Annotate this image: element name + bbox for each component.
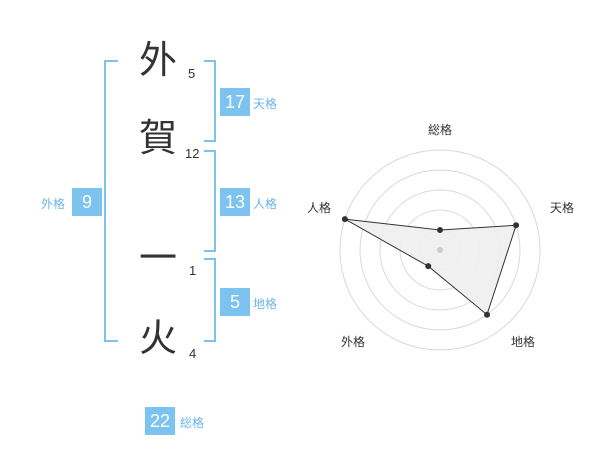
stroke-count-1: 5 [188,66,196,81]
gaikaku-bracket [104,60,118,342]
name-char-1: 外 [138,38,177,82]
radar-point [425,263,432,270]
jinkaku-badge: 13 [220,188,250,216]
chikaku-bracket [204,258,216,342]
chikaku-label: 地格 [253,297,278,311]
tenkaku-bracket [204,60,216,142]
soukaku-label: 総格 [180,416,205,430]
tenkaku-label: 天格 [253,97,278,111]
radar-axis-label-chikaku: 地格 [511,334,535,349]
radar-point [341,216,348,223]
stroke-count-4: 4 [189,346,197,361]
radar-axis-label-tenkaku: 天格 [550,200,574,215]
stroke-count-3: 1 [189,263,197,278]
stroke-count-2: 12 [185,146,200,161]
jinkaku-bracket [204,150,216,252]
radar-ring [339,149,541,351]
name-char-4: 火 [138,316,177,360]
gaikaku-label: 外格 [41,197,66,211]
radar-point [484,311,491,318]
tenkaku-badge: 17 [220,88,250,116]
name-char-3: 一 [138,236,177,280]
jinkaku-label: 人格 [253,197,278,211]
chikaku-badge: 5 [220,288,250,316]
radar-axis-label-jinkaku: 人格 [307,200,331,215]
radar-ring [359,169,521,331]
radar-axis-label-soukaku: 総格 [428,122,452,137]
soukaku-badge: 22 [145,407,175,435]
radar-point [513,222,520,229]
radar-center-dot [437,247,443,253]
radar-axis-label-gaikaku: 外格 [341,334,365,349]
radar-point [437,227,443,233]
name-char-2: 賀 [138,116,177,160]
gaikaku-badge: 9 [72,188,102,216]
